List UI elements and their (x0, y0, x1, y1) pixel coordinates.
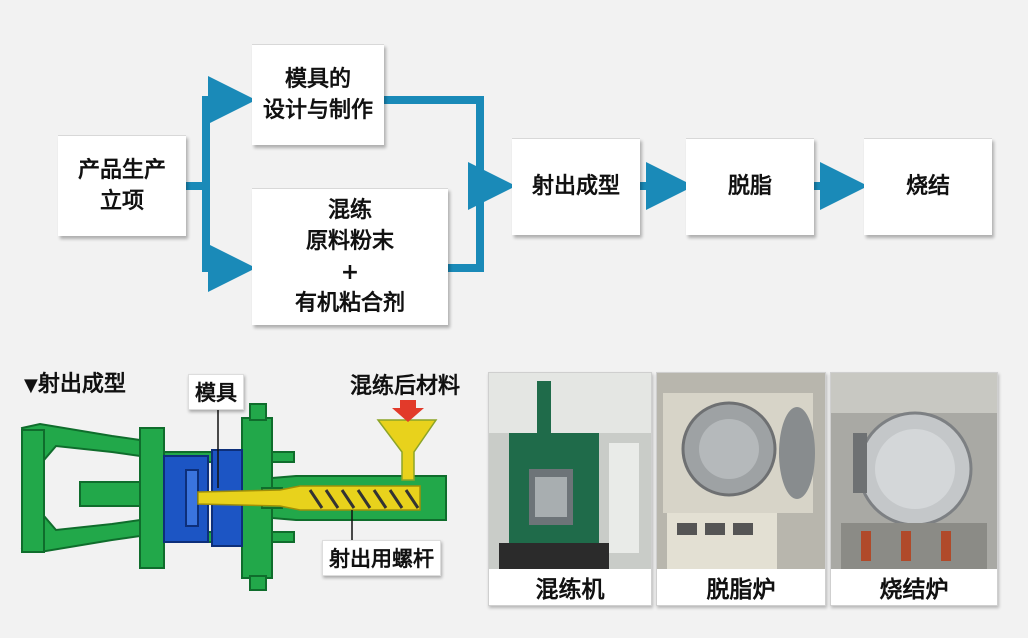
step-sintering-label: 烧结 (905, 174, 950, 200)
mold-callout-text: 模具 (195, 381, 237, 405)
feed-arrow-icon (392, 400, 424, 422)
mold-callout: 模具 (188, 374, 244, 410)
photo-debinding-furnace: 脱脂炉 (656, 372, 826, 606)
screw-callout-text: 射出用螺杆 (329, 547, 434, 571)
toggle-rod (79, 481, 141, 507)
step-mold: 模具的 设计与制作 (252, 44, 384, 145)
photo-sintering-furnace: 烧结炉 (830, 372, 998, 606)
step-mix-label: 混练 原料粉末 + 有机粘合剂 (294, 197, 405, 317)
photo-mixer: 混练机 (488, 372, 652, 606)
platen-cap-bottom (249, 575, 267, 591)
step-injection-label: 射出成型 (531, 174, 620, 200)
photo-mixer-caption: 混练机 (489, 569, 651, 605)
photo-sintering-furnace-caption: 烧结炉 (831, 569, 997, 605)
debinding-furnace-image (657, 373, 825, 605)
material-callout: 混练后材料 (350, 368, 460, 400)
step-start-label: 产品生产 立项 (77, 157, 166, 214)
hopper (376, 419, 438, 481)
platen-cap-top (249, 403, 267, 421)
arrow-mold-out (384, 96, 516, 210)
step-injection: 射出成型 (512, 138, 640, 235)
moving-platen (139, 427, 165, 569)
screw-callout: 射出用螺杆 (322, 540, 441, 576)
material-channel (197, 485, 421, 511)
step-start: 产品生产 立项 (58, 135, 186, 236)
step-mold-label: 模具的 设计与制作 (262, 66, 373, 123)
section-title-text: 射出成型 (37, 372, 126, 397)
sintering-furnace-image (831, 373, 997, 605)
arrow-to-mix (202, 186, 256, 292)
arrow-mix-out (448, 186, 484, 272)
section-title: ▼射出成型 (24, 366, 126, 398)
triangle-down-icon: ▼ (24, 375, 38, 396)
photo-debinding-furnace-caption: 脱脂炉 (657, 569, 825, 605)
step-sintering: 烧结 (864, 138, 992, 235)
clamp-link-vertical (21, 429, 45, 553)
step-debinding: 脱脂 (686, 138, 814, 235)
mold-insert (185, 469, 199, 527)
step-mix: 混练 原料粉末 + 有机粘合剂 (252, 188, 448, 325)
mixer-image (489, 373, 651, 605)
material-callout-text: 混练后材料 (350, 374, 461, 399)
step-debinding-label: 脱脂 (727, 174, 772, 200)
arrow-to-mold (202, 76, 256, 186)
